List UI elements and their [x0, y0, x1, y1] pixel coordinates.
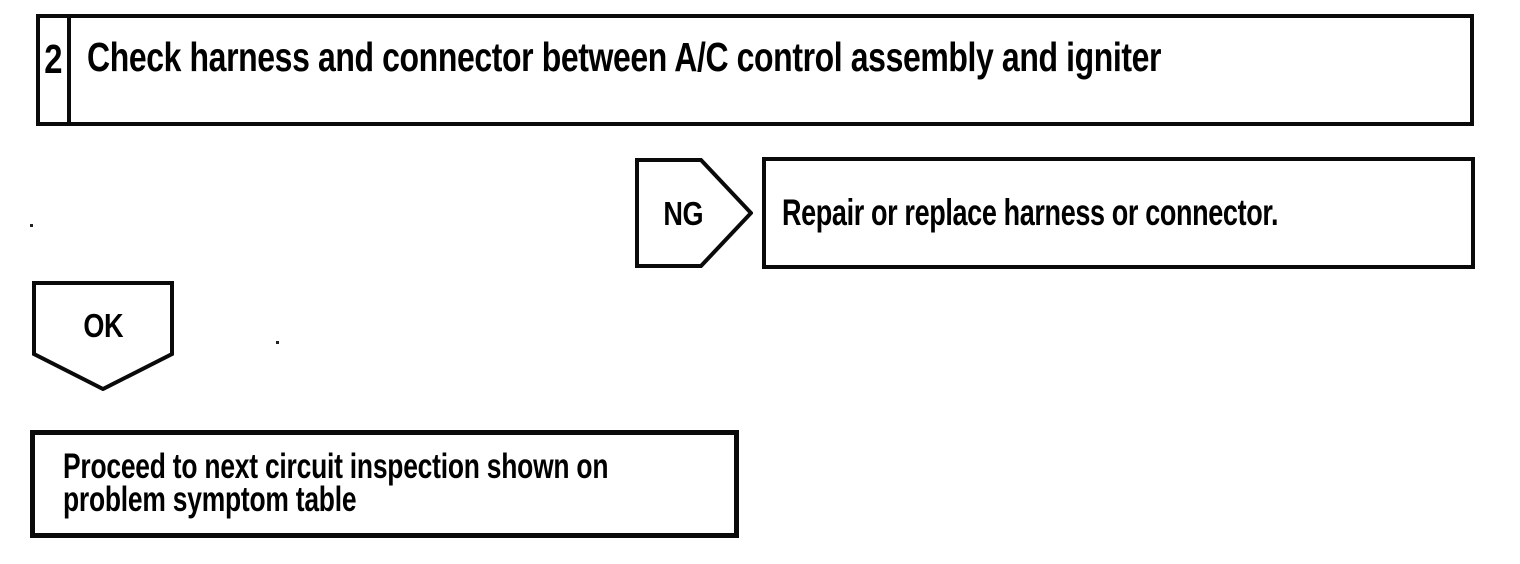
- scan-speck: [276, 341, 279, 344]
- ok-connector: OK: [32, 281, 174, 391]
- step-title-cell: Check harness and connector between A/C …: [71, 18, 1470, 122]
- ok-result-box: Proceed to next circuit inspection shown…: [30, 430, 739, 538]
- ng-result-box: Repair or replace harness or connector.: [762, 157, 1475, 269]
- ng-arrow-shape-icon: [635, 158, 753, 268]
- ng-result-text: Repair or replace harness or connector.: [782, 192, 1279, 233]
- ng-connector: NG: [635, 158, 753, 268]
- ok-result-text: Proceed to next circuit inspection shown…: [63, 447, 609, 519]
- ok-arrow-shape-icon: [32, 281, 174, 391]
- step-number-cell: 2: [40, 18, 71, 122]
- step-number: 2: [44, 36, 63, 82]
- step-title: Check harness and connector between A/C …: [86, 34, 1162, 80]
- step-box: 2 Check harness and connector between A/…: [36, 14, 1474, 126]
- scan-speck: [30, 224, 33, 227]
